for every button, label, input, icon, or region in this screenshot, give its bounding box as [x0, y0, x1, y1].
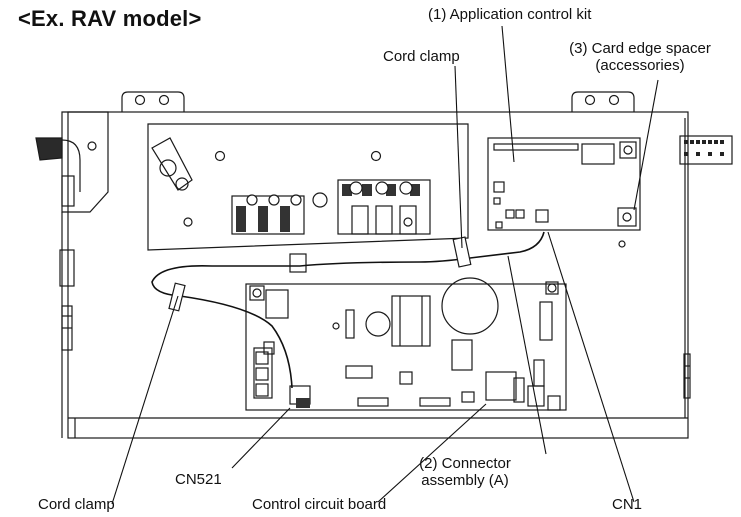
label-connector-line2: assembly (A)	[421, 472, 509, 489]
label-connector-assembly: (2) Connector assembly (A)	[405, 455, 525, 489]
chassis	[67, 91, 733, 439]
label-application-control-kit: (1) Application control kit	[428, 6, 592, 23]
left-bracket	[35, 111, 109, 438]
label-control-circuit-board: Control circuit board	[252, 496, 387, 513]
terminal-panel	[147, 123, 469, 273]
label-cn1: CN1	[612, 496, 643, 513]
application-control-kit-board	[487, 137, 641, 248]
label-card-edge-spacer: (3) Card edge spacer (accessories)	[540, 40, 740, 74]
cord-clamp-shapes	[168, 236, 472, 312]
control-circuit-board	[245, 277, 567, 411]
label-card-edge-spacer-line2: (accessories)	[595, 57, 685, 74]
diagram-title: <Ex. RAV model>	[18, 6, 202, 31]
label-cord-clamp-top: Cord clamp	[383, 48, 460, 65]
label-card-edge-spacer-line1: (3) Card edge spacer	[569, 40, 711, 57]
leader-lines	[111, 25, 659, 505]
label-cn521: CN521	[175, 471, 222, 488]
label-connector-line1: (2) Connector	[419, 455, 511, 472]
label-cord-clamp-bottom: Cord clamp	[38, 496, 115, 513]
